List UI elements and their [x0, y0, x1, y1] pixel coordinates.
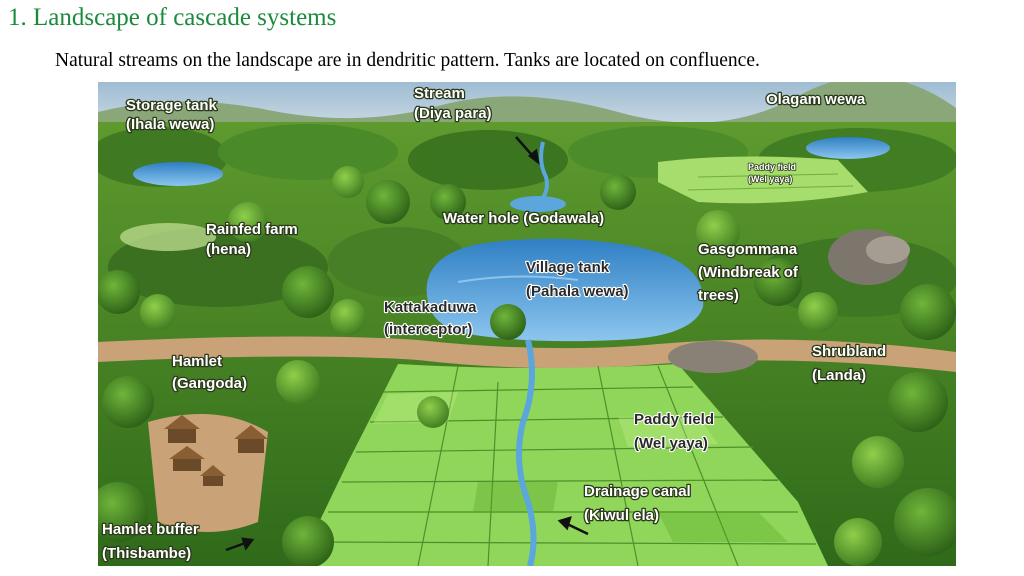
paddy-field-label: Paddy field (Wel yaya) — [634, 411, 718, 452]
stream — [536, 141, 549, 206]
stream-label: Stream (Diya para) — [414, 85, 492, 122]
rock-outcrop — [668, 229, 910, 373]
slide-title: 1. Landscape of cascade systems — [8, 4, 337, 31]
tree-clusters — [98, 166, 956, 566]
drainage-canal — [516, 339, 537, 566]
gasgommana-label: Gasgommana (Windbreak of trees) — [698, 241, 802, 304]
drainage-canal-label: Drainage canal (Kiwul ela) — [584, 483, 695, 524]
paddy-shading — [373, 392, 788, 542]
rainfed-farm-label: Rainfed farm (hena) — [206, 221, 302, 258]
hamlet-buffer-label: Hamlet buffer (Thisbambe) — [102, 521, 203, 562]
label-arrows — [225, 136, 589, 552]
shrubland-label: Shrubland (Landa) — [812, 343, 890, 384]
village-tank-label: Village tank (Pahala wewa) — [526, 259, 629, 300]
paddy-field-small-label: Paddy field (Wel yaya) — [748, 162, 799, 184]
olagam-wewa-label: Olagam wewa — [766, 91, 866, 108]
olagam-wewa-water — [806, 137, 890, 159]
storage-tank-label: Storage tank (Ihala wewa) — [126, 97, 221, 133]
hamlet-huts — [164, 415, 268, 486]
hamlet-label: Hamlet (Gangoda) — [172, 353, 247, 392]
storage-tank-water — [133, 162, 223, 186]
slide-subtitle: Natural streams on the landscape are in … — [55, 50, 760, 71]
rainfed-farm-patch — [120, 223, 216, 251]
water-hole-label: Water hole (Godawala) — [443, 210, 604, 227]
cascade-landscape-illustration: Storage tank (Ihala wewa) Stream (Diya p… — [98, 82, 956, 566]
upper-paddy-field — [658, 156, 868, 204]
kattakaduwa-label: Kattakaduwa (interceptor) — [384, 299, 481, 338]
